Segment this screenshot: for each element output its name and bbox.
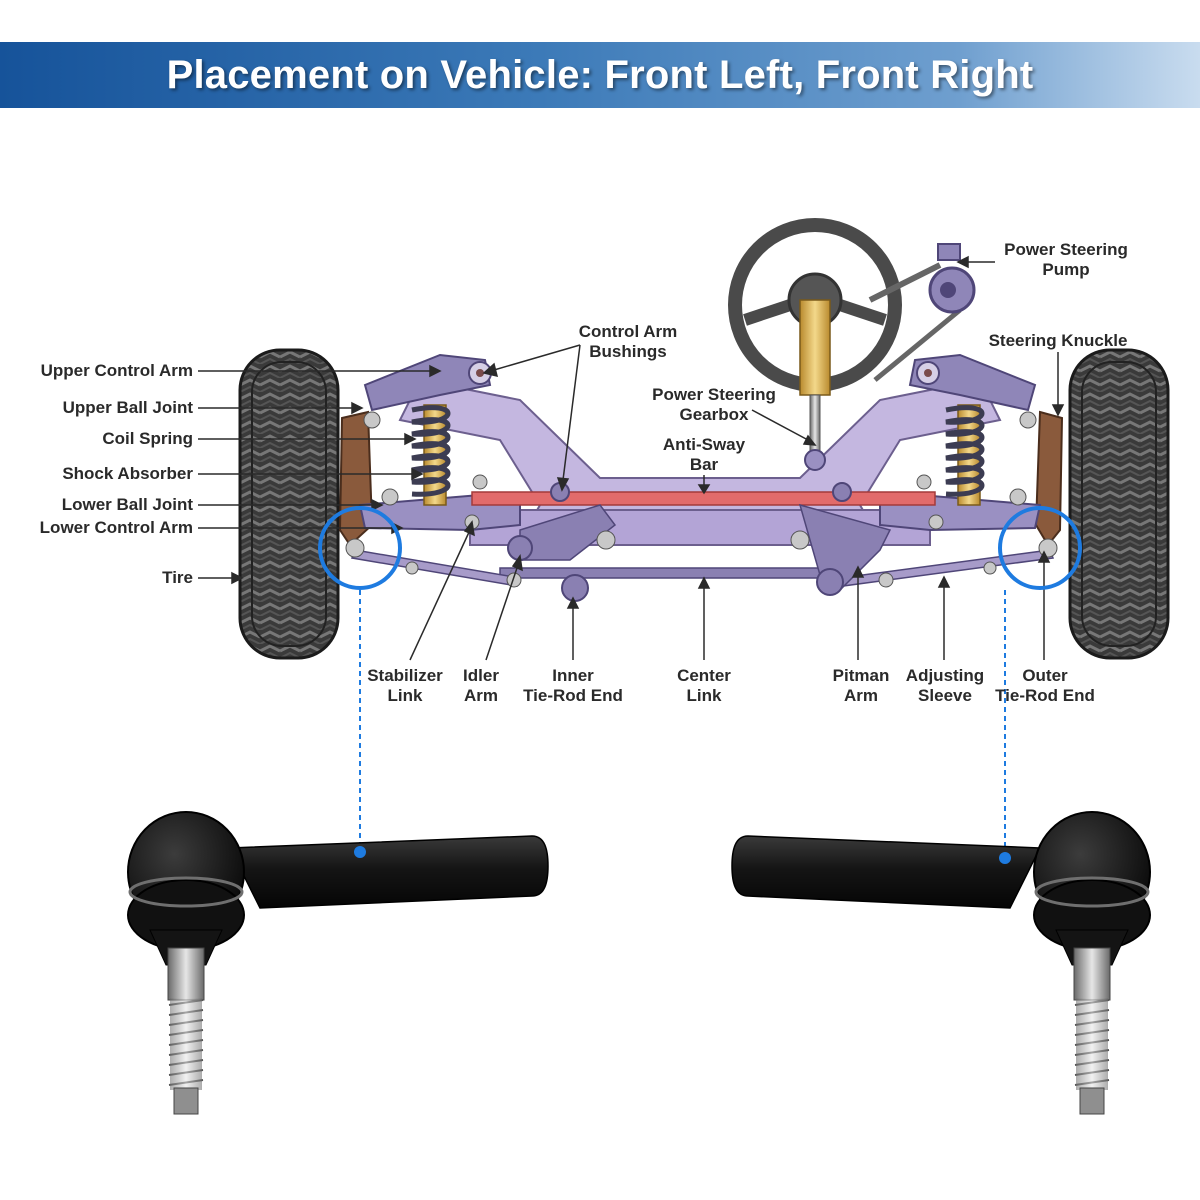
label-coil-spring: Coil Spring: [102, 429, 193, 448]
right-connection-dot: [999, 852, 1011, 864]
right-highlight-circle: [998, 506, 1082, 590]
anti-sway-bar: [471, 491, 936, 506]
left-upper-control-arm: [363, 353, 492, 412]
label-lower-control-arm: Lower Control Arm: [39, 518, 193, 537]
label-tire: Tire: [162, 568, 193, 587]
right-upper-control-arm: [908, 353, 1037, 412]
left-highlight-circle: [318, 506, 402, 590]
left-coil-spring: [411, 404, 451, 506]
power-steering-pump: [868, 243, 976, 382]
left-tire: [238, 348, 340, 660]
center-link: [499, 567, 861, 579]
page-title: Placement on Vehicle: Front Left, Front …: [166, 53, 1034, 97]
leader-lines: [198, 255, 1065, 661]
steering-wheel: [728, 218, 902, 471]
label-shock-absorber: Shock Absorber: [62, 464, 193, 483]
right-coil-spring: [945, 404, 985, 506]
right-steering-knuckle: [1034, 410, 1064, 547]
right-tie-rod-end-product: [731, 811, 1151, 1115]
left-connection-dot: [354, 846, 366, 858]
title-banner: Placement on Vehicle: Front Left, Front …: [0, 42, 1200, 108]
label-upper-control-arm: Upper Control Arm: [40, 361, 193, 380]
right-tire: [1068, 348, 1170, 660]
label-lower-ball-joint: Lower Ball Joint: [61, 495, 193, 514]
left-tie-rod-end-product: [127, 811, 549, 1115]
left-tie-rod: [350, 549, 522, 587]
label-steering-knuckle: Steering Knuckle: [988, 331, 1128, 350]
label-upper-ball-joint: Upper Ball Joint: [62, 398, 193, 417]
